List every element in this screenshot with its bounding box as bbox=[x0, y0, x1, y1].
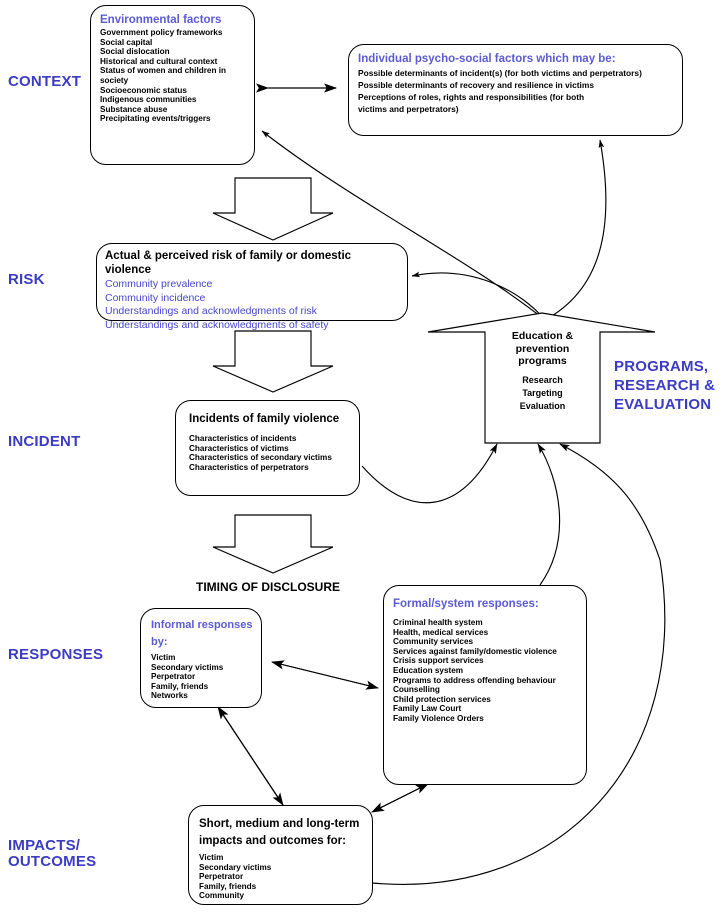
list-item: Family, friends bbox=[199, 881, 257, 891]
informal-title-line2: by: bbox=[151, 636, 168, 648]
list-item: Indigenous communities bbox=[100, 95, 197, 105]
list-item: Services against family/domestic violenc… bbox=[393, 646, 557, 656]
edge-programs-to-psychosocial bbox=[544, 139, 607, 321]
list-item: Characteristics of incidents bbox=[189, 434, 297, 443]
list-item: Crisis support services bbox=[393, 656, 484, 666]
list-item: Status of women and children in society bbox=[100, 66, 227, 85]
edge-programs-to-environmental bbox=[261, 130, 546, 321]
list-item: Child protection services bbox=[393, 694, 491, 704]
formal-responses-title: Formal/system responses: bbox=[393, 598, 539, 610]
list-item: Counselling bbox=[393, 685, 440, 695]
node-risk[interactable]: Actual & perceived risk of family or dom… bbox=[96, 243, 408, 331]
education-item-targeting: Targeting bbox=[522, 387, 563, 398]
list-item: Socioeconomic status bbox=[100, 85, 187, 95]
formal-responses-list: Criminal health system Health, medical s… bbox=[393, 618, 586, 724]
list-item: Community services bbox=[393, 637, 474, 647]
list-item: Secondary victims bbox=[199, 862, 272, 872]
list-item: Health, medical services bbox=[393, 627, 489, 637]
list-item: Government policy frameworks bbox=[100, 28, 223, 37]
list-item: Substance abuse bbox=[100, 104, 168, 114]
list-item: Community bbox=[199, 891, 245, 901]
list-item: Social dislocation bbox=[100, 47, 170, 57]
block-arrow-education-prevention-programs bbox=[427, 312, 656, 444]
list-item: Understandings and acknowledgments of ri… bbox=[105, 305, 317, 317]
risk-list: Community prevalence Community incidence… bbox=[105, 278, 399, 332]
risk-title: Actual & perceived risk of family or dom… bbox=[105, 250, 352, 276]
list-item: Perpetrator bbox=[199, 872, 244, 882]
list-item: Victim bbox=[199, 853, 224, 862]
list-item: Historical and cultural context bbox=[100, 56, 218, 66]
node-formal-responses[interactable]: Formal/system responses: Criminal health… bbox=[383, 585, 587, 785]
node-environmental-factors[interactable]: Environmental factors Government policy … bbox=[90, 5, 255, 165]
informal-responses-list: Victim Secondary victims Perpetrator Fam… bbox=[151, 653, 261, 701]
programs-label-line2: RESEARCH & bbox=[614, 377, 716, 394]
stage-label-incident: INCIDENT bbox=[8, 433, 81, 450]
list-item: Characteristics of victims bbox=[189, 443, 289, 453]
block-arrow-risk-to-incident bbox=[212, 330, 334, 393]
edge-programs-to-risk bbox=[411, 271, 546, 321]
list-item: Social capital bbox=[100, 37, 153, 47]
impacts-title-line1: Short, medium and long-term bbox=[199, 818, 360, 830]
stage-label-impacts-line1: IMPACTS/ bbox=[8, 837, 81, 854]
edge-impacts-to-education bbox=[371, 443, 666, 885]
list-item: Perpetrator bbox=[151, 672, 196, 682]
education-title-line2: prevention bbox=[515, 342, 570, 355]
list-item: Family, friends bbox=[151, 681, 209, 691]
stage-label-risk: RISK bbox=[8, 271, 45, 288]
node-impacts-outcomes[interactable]: Short, medium and long-term impacts and … bbox=[188, 805, 373, 905]
edge-incident-to-education bbox=[361, 443, 498, 504]
education-title-line3: programs bbox=[518, 355, 567, 367]
list-item: Characteristics of secondary victims bbox=[189, 453, 332, 463]
list-item: Community prevalence bbox=[105, 278, 213, 290]
psychosocial-factors-title: Individual psycho-social factors which m… bbox=[358, 53, 616, 65]
block-arrow-context-to-risk bbox=[212, 177, 334, 241]
node-psychosocial-factors[interactable]: Individual psycho-social factors which m… bbox=[348, 44, 683, 136]
education-title-line1: Education & bbox=[511, 330, 574, 342]
programs-label-line1: PROGRAMS, bbox=[614, 358, 709, 375]
list-item: Programs to address offending behaviour bbox=[393, 675, 556, 685]
environmental-factors-list: Government policy frameworks Social capi… bbox=[100, 28, 245, 124]
stage-label-context: CONTEXT bbox=[8, 73, 82, 90]
stage-label-impacts-line2: OUTCOMES bbox=[8, 853, 97, 870]
list-item: Precipitating events/triggers bbox=[100, 114, 211, 124]
list-item: Education system bbox=[393, 665, 464, 675]
impacts-outcomes-list: Victim Secondary victims Perpetrator Fam… bbox=[199, 853, 372, 901]
timing-of-disclosure-label: TIMING OF DISCLOSURE bbox=[196, 580, 340, 594]
list-item: Possible determinants of incident(s) (fo… bbox=[358, 68, 642, 78]
stage-label-programs-research-evaluation: PROGRAMS, RESEARCH & EVALUATION bbox=[614, 357, 715, 414]
list-item: Perceptions of roles, rights and respons… bbox=[358, 92, 585, 114]
list-item: Secondary victims bbox=[151, 662, 224, 672]
list-item: Victim bbox=[151, 653, 176, 662]
stage-label-impacts: IMPACTS/ OUTCOMES bbox=[8, 838, 96, 870]
education-item-research: Research bbox=[522, 374, 563, 385]
list-item: Characteristics of perpetrators bbox=[189, 462, 309, 472]
programs-label-line3: EVALUATION bbox=[614, 396, 712, 413]
education-item-evaluation: Evaluation bbox=[519, 400, 566, 411]
impacts-title-line2: impacts and outcomes for: bbox=[199, 835, 346, 847]
informal-title-line1: Informal responses bbox=[151, 619, 253, 631]
edge-impacts-informal-up bbox=[217, 706, 284, 806]
list-item: Family Violence Orders bbox=[393, 713, 484, 723]
list-item: Understandings and acknowledgments of sa… bbox=[105, 318, 329, 331]
stage-label-responses: RESPONSES bbox=[8, 646, 104, 663]
edge-formal-informal-in bbox=[271, 660, 379, 689]
incidents-list: Characteristics of incidents Characteris… bbox=[189, 434, 359, 472]
list-item: Community incidence bbox=[105, 291, 206, 304]
incidents-title: Incidents of family violence bbox=[189, 413, 340, 425]
block-arrow-incident-to-responses bbox=[212, 514, 334, 574]
node-informal-responses[interactable]: Informal responses by: Victim Secondary … bbox=[140, 608, 262, 708]
list-item: Networks bbox=[151, 691, 188, 701]
list-item: Criminal health system bbox=[393, 618, 483, 627]
node-incidents[interactable]: Incidents of family violence Characteris… bbox=[175, 400, 360, 496]
list-item: Possible determinants of recovery and re… bbox=[358, 80, 594, 90]
edge-formal-to-education bbox=[537, 443, 561, 586]
psychosocial-factors-list: Possible determinants of incident(s) (fo… bbox=[358, 67, 673, 115]
environmental-factors-title: Environmental factors bbox=[100, 14, 222, 26]
edge-impacts-formal-up bbox=[371, 783, 429, 813]
list-item: Family Law Court bbox=[393, 704, 462, 714]
node-education-prevention-programs[interactable]: Education & prevention programs Research… bbox=[485, 330, 600, 413]
